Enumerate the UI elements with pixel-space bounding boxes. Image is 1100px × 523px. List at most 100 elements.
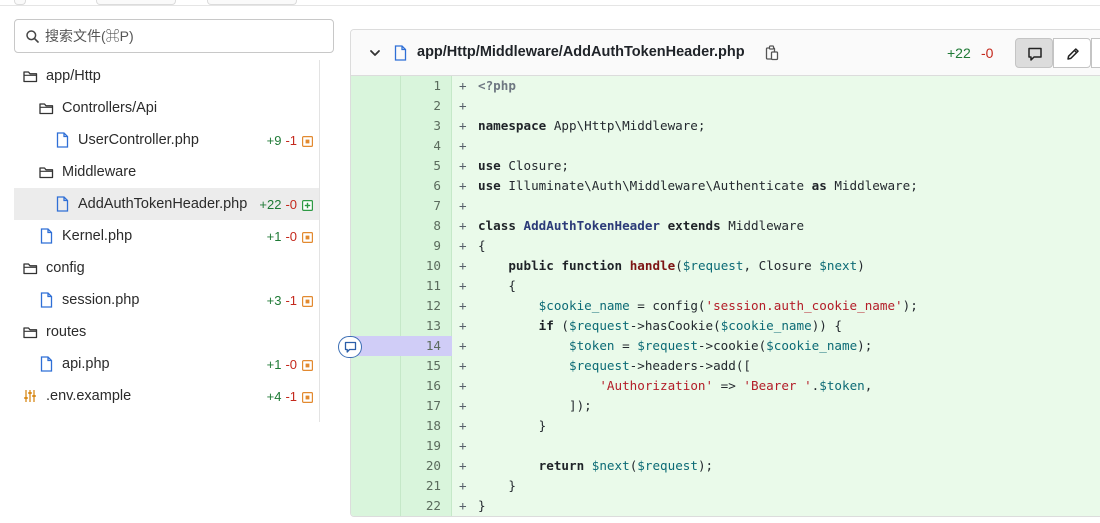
line-number[interactable]: 13: [425, 318, 441, 333]
line-number[interactable]: 7: [433, 198, 441, 213]
tree-file[interactable]: session.php+3-1: [14, 284, 319, 316]
file-icon: [38, 356, 54, 372]
tree-folder[interactable]: Controllers/Api: [14, 92, 319, 124]
diff-file-header: app/Http/Middleware/AddAuthTokenHeader.p…: [351, 30, 1100, 76]
line-number[interactable]: 14: [425, 338, 441, 353]
tree-folder[interactable]: config: [14, 252, 319, 284]
line-number[interactable]: 5: [433, 158, 441, 173]
line-highlight: [351, 336, 452, 356]
file-added-badge: [302, 199, 314, 211]
line-number[interactable]: 9: [433, 238, 441, 253]
diff-line[interactable]: 8+class AddAuthTokenHeader extends Middl…: [351, 216, 1100, 236]
toolbar-tab-edge[interactable]: [96, 0, 176, 5]
tree-file[interactable]: .env.example+4-1: [14, 380, 319, 412]
deletions-count: -1: [285, 132, 297, 148]
diff-line[interactable]: 10+ public function handle($request, Clo…: [351, 256, 1100, 276]
file-modified-badge: [302, 135, 314, 147]
line-number[interactable]: 21: [425, 478, 441, 493]
diff-line[interactable]: 7+: [351, 196, 1100, 216]
diff-line[interactable]: 20+ return $next($request);: [351, 456, 1100, 476]
added-line-marker: +: [459, 478, 467, 493]
diff-line[interactable]: 17+ ]);: [351, 396, 1100, 416]
tree-item-label: app/Http: [46, 68, 101, 84]
line-number[interactable]: 19: [425, 438, 441, 453]
diff-line[interactable]: 15+ $request->headers->add([: [351, 356, 1100, 376]
toolbar-tab-edge[interactable]: [14, 0, 26, 5]
added-line-marker: +: [459, 218, 467, 233]
added-line-marker: +: [459, 98, 467, 113]
added-line-marker: +: [459, 358, 467, 373]
code-text: if ($request->hasCookie($cookie_name)) {: [538, 318, 843, 333]
diff-line[interactable]: 21+ }: [351, 476, 1100, 496]
file-tree-scrollbar[interactable]: [319, 60, 333, 422]
tree-folder[interactable]: app/Http: [14, 60, 319, 92]
diff-line[interactable]: 16+ 'Authorization' => 'Bearer '.$token,: [351, 376, 1100, 396]
diff-line[interactable]: 18+ }: [351, 416, 1100, 436]
added-line-marker: +: [459, 498, 467, 513]
line-number[interactable]: 10: [425, 258, 441, 273]
comment-icon: [1028, 47, 1042, 61]
diff-line[interactable]: 2+: [351, 96, 1100, 116]
file-search-box[interactable]: [14, 19, 334, 53]
diff-line[interactable]: 1+<?php: [351, 76, 1100, 96]
comment-button[interactable]: [1015, 38, 1053, 68]
diff-line[interactable]: 6+use Illuminate\Auth\Middleware\Authent…: [351, 176, 1100, 196]
added-line-marker: +: [459, 238, 467, 253]
diff-line[interactable]: 14+ $token = $request->cookie($cookie_na…: [351, 336, 1100, 356]
added-line-marker: +: [459, 198, 467, 213]
copy-path-icon[interactable]: [765, 45, 779, 61]
additions-count: +4: [266, 388, 282, 404]
additions-count: +22: [259, 196, 282, 212]
settings-file-icon: [22, 388, 38, 404]
line-number[interactable]: 4: [433, 138, 441, 153]
tree-file[interactable]: UserController.php+9-1: [14, 124, 319, 156]
line-number[interactable]: 18: [425, 418, 441, 433]
top-toolbar-strip: [0, 0, 1100, 6]
diff-panel: app/Http/Middleware/AddAuthTokenHeader.p…: [350, 29, 1100, 517]
line-number[interactable]: 1: [433, 78, 441, 93]
line-number[interactable]: 2: [433, 98, 441, 113]
diff-line[interactable]: 5+use Closure;: [351, 156, 1100, 176]
tree-item-label: api.php: [62, 356, 110, 372]
code-text: public function handle($request, Closure…: [508, 258, 865, 273]
line-number[interactable]: 20: [425, 458, 441, 473]
tree-file[interactable]: api.php+1-0: [14, 348, 319, 380]
diff-line[interactable]: 12+ $cookie_name = config('session.auth_…: [351, 296, 1100, 316]
diff-line[interactable]: 9 + {: [351, 236, 1100, 256]
chevron-down-icon[interactable]: [369, 48, 381, 58]
tree-folder[interactable]: Middleware: [14, 156, 319, 188]
diff-line[interactable]: 19+: [351, 436, 1100, 456]
line-number[interactable]: 6: [433, 178, 441, 193]
more-options-button[interactable]: [1091, 38, 1100, 68]
file-icon: [54, 196, 70, 212]
diff-line[interactable]: 22+}: [351, 496, 1100, 516]
tree-folder[interactable]: routes: [14, 316, 319, 348]
code-text: use Closure;: [478, 158, 569, 173]
toolbar-tab-edge[interactable]: [207, 0, 297, 5]
line-number[interactable]: 8: [433, 218, 441, 233]
line-number[interactable]: 17: [425, 398, 441, 413]
line-number[interactable]: 16: [425, 378, 441, 393]
diff-line[interactable]: 3+namespace App\Http\Middleware;: [351, 116, 1100, 136]
diff-file-path[interactable]: app/Http/Middleware/AddAuthTokenHeader.p…: [417, 44, 745, 60]
code-text: {: [478, 238, 486, 253]
code-text: $token = $request->cookie($cookie_name);: [569, 338, 873, 353]
tree-file[interactable]: AddAuthTokenHeader.php+22-0: [14, 188, 319, 220]
tree-item-label: Controllers/Api: [62, 100, 158, 116]
tree-item-label: session.php: [62, 292, 140, 308]
diff-line[interactable]: 4+: [351, 136, 1100, 156]
line-comment-marker[interactable]: [338, 336, 362, 358]
tree-file[interactable]: Kernel.php+1-0: [14, 220, 319, 252]
file-modified-badge: [302, 295, 314, 307]
line-number[interactable]: 3: [433, 118, 441, 133]
line-number[interactable]: 11: [425, 278, 441, 293]
diff-line[interactable]: 13+ if ($request->hasCookie($cookie_name…: [351, 316, 1100, 336]
edit-file-button[interactable]: [1053, 38, 1091, 68]
diff-line[interactable]: 11+ {: [351, 276, 1100, 296]
file-search-input[interactable]: [45, 20, 325, 52]
added-line-marker: +: [459, 278, 467, 293]
line-number[interactable]: 22: [425, 498, 441, 513]
line-number[interactable]: 15: [425, 358, 441, 373]
line-number[interactable]: 12: [425, 298, 441, 313]
